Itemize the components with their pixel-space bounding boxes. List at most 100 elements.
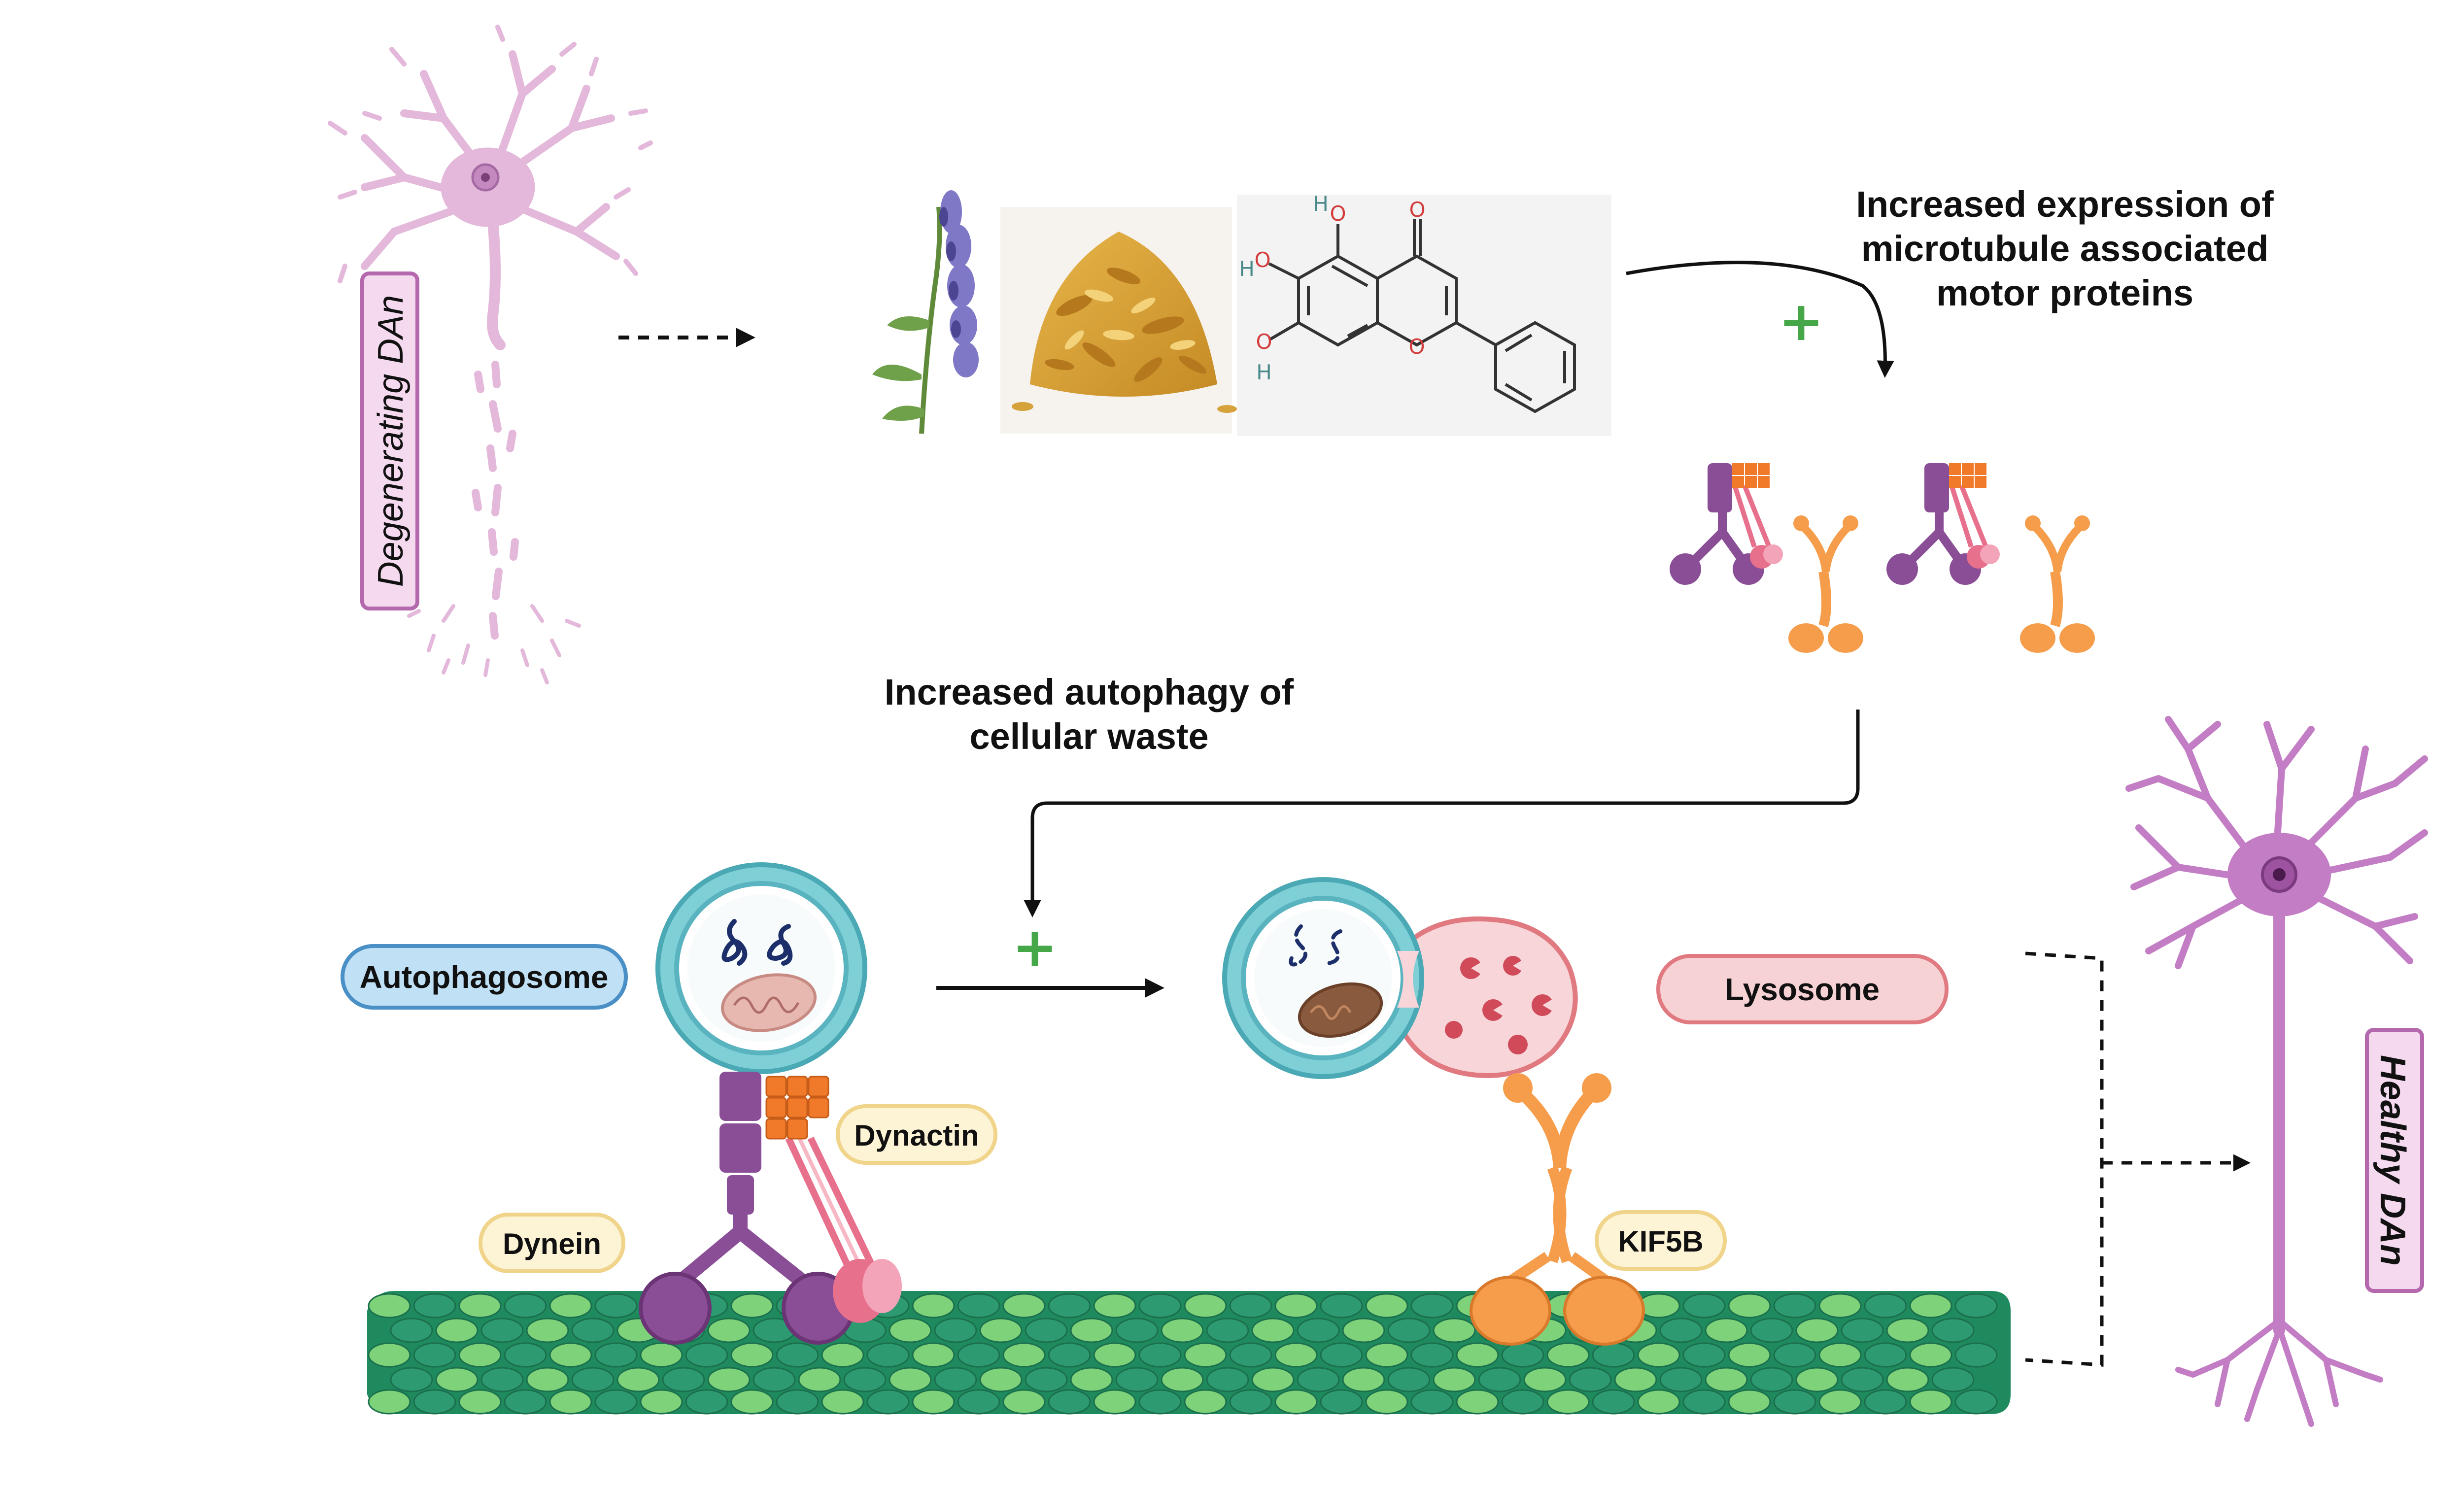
tubulin-subunit — [934, 1367, 977, 1392]
dynein-label-box: Dynein — [479, 1213, 625, 1273]
tubulin-subunit — [1048, 1293, 1091, 1319]
tubulin-subunit — [1206, 1318, 1249, 1343]
tubulin-subunit — [1501, 1389, 1544, 1415]
tubulin-subunit — [889, 1367, 932, 1392]
tubulin-subunit — [707, 1318, 751, 1343]
tubulin-subunit — [1728, 1389, 1771, 1415]
tubulin-subunit — [1342, 1318, 1385, 1343]
tubulin-subunit — [957, 1342, 1000, 1368]
tubulin-subunit — [1773, 1293, 1816, 1319]
tubulin-subunit — [1818, 1389, 1862, 1415]
tubulin-subunit — [1320, 1342, 1363, 1368]
tubulin-subunit — [866, 1389, 910, 1415]
tubulin-subunit — [1637, 1389, 1680, 1415]
lysosome-label: Lysosome — [1725, 972, 1880, 1007]
tubulin-subunit — [1093, 1293, 1136, 1319]
dynein-label: Dynein — [503, 1227, 601, 1260]
tubulin-subunit — [821, 1389, 864, 1415]
tubulin-subunit — [571, 1367, 615, 1392]
autophagy-line-2: cellular waste — [969, 716, 1208, 757]
tubulin-subunit — [504, 1342, 547, 1368]
tubulin-subunit — [368, 1342, 411, 1368]
tubulin-subunit — [1931, 1318, 1975, 1343]
tubulin-subunit — [1161, 1367, 1204, 1392]
tubulin-subunit — [1365, 1293, 1408, 1319]
tubulin-subunit — [1818, 1342, 1862, 1368]
kinesin-small-2 — [2020, 515, 2095, 653]
expression-text-block: Increased expression of microtubule asso… — [1856, 184, 2274, 313]
tubulin-subunit — [1954, 1293, 1998, 1319]
tubulin-subunit — [1728, 1342, 1771, 1368]
tubulin-subunit — [1025, 1367, 1068, 1392]
tubulin-subunit — [1614, 1367, 1657, 1392]
tubulin-subunit — [1750, 1318, 1793, 1343]
tubulin-subunit — [979, 1367, 1023, 1392]
tubulin-subunit — [1523, 1367, 1567, 1392]
autophagy-text-block: Increased autophagy of cellular waste — [885, 672, 1294, 757]
tubulin-subunit — [549, 1293, 592, 1319]
plus-sign-top: + — [1779, 290, 1824, 353]
tubulin-subunit — [1728, 1293, 1771, 1319]
tubulin-subunit — [390, 1318, 433, 1343]
dynein-dynactin-small-2 — [1886, 463, 2000, 585]
tubulin-subunit — [368, 1389, 411, 1415]
tubulin-subunit — [435, 1318, 479, 1343]
tubulin-subunit — [1864, 1342, 1907, 1368]
tubulin-subunit — [730, 1293, 774, 1319]
tubulin-subunit — [1274, 1342, 1318, 1368]
tubulin-subunit — [1025, 1318, 1068, 1343]
tubulin-subunit — [1456, 1342, 1499, 1368]
tubulin-subunit — [504, 1389, 547, 1415]
tubulin-subunit — [1546, 1342, 1590, 1368]
lysosome-icon — [1222, 877, 1578, 1079]
healthy-nucleolus — [2273, 868, 2286, 881]
tubulin-subunit — [1229, 1389, 1272, 1415]
tubulin-subunit — [979, 1318, 1023, 1343]
tubulin-subunit — [1773, 1342, 1816, 1368]
healthy-dan-label-box: Healthy DAn — [2365, 1028, 2424, 1293]
microtubule-icon — [367, 1291, 2011, 1415]
tubulin-subunit — [616, 1367, 660, 1392]
tubulin-subunit — [1909, 1293, 1952, 1319]
tubulin-subunit — [912, 1293, 955, 1319]
tubulin-subunit — [957, 1389, 1000, 1415]
autophagosome-label-box: Autophagosome — [341, 944, 628, 1010]
tubulin-subunit — [1546, 1389, 1590, 1415]
healthy-neuron-icon — [2125, 716, 2428, 1427]
tubulin-subunit — [1093, 1389, 1136, 1415]
tubulin-subunit — [1410, 1389, 1454, 1415]
oh7-hydrogen-atom: H — [1256, 360, 1272, 384]
autophagy-line-1: Increased autophagy of — [885, 672, 1294, 712]
connector-arrow-to-autophagosome — [1024, 710, 1860, 917]
tubulin-subunit — [1297, 1367, 1340, 1392]
oh5-oxygen-atom: O — [1330, 202, 1346, 226]
tubulin-subunit — [912, 1389, 955, 1415]
carbonyl-oxygen-atom: O — [1409, 198, 1425, 222]
tubulin-subunit — [1637, 1342, 1680, 1368]
tubulin-subunit — [1864, 1293, 1907, 1319]
tubulin-subunit — [1954, 1389, 1998, 1415]
tubulin-subunit — [594, 1342, 638, 1368]
tubulin-subunit — [1115, 1367, 1159, 1392]
kif5b-label-box: KIF5B — [1595, 1210, 1727, 1271]
tubulin-subunit — [526, 1318, 569, 1343]
kinesin-icon — [1470, 1073, 1645, 1346]
tubulin-subunit — [1410, 1342, 1454, 1368]
tubulin-subunit — [1659, 1367, 1703, 1392]
tubulin-subunit — [1501, 1342, 1544, 1368]
tubulin-subunit — [1410, 1293, 1454, 1319]
tubulin-subunit — [707, 1367, 751, 1392]
dynein-dynactin-small-1 — [1670, 463, 1783, 585]
tubulin-subunit — [1251, 1367, 1295, 1392]
tubulin-subunit — [1456, 1389, 1499, 1415]
dynactin-label: Dynactin — [854, 1119, 979, 1152]
tubulin-subunit — [1818, 1293, 1862, 1319]
tubulin-subunit — [480, 1318, 524, 1343]
tubulin-subunit — [1229, 1293, 1272, 1319]
tubulin-subunit — [458, 1389, 502, 1415]
tubulin-subunit — [1705, 1367, 1748, 1392]
tubulin-subunit — [640, 1342, 683, 1368]
tubulin-subunit — [1433, 1367, 1476, 1392]
tubulin-subunit — [685, 1342, 728, 1368]
tubulin-subunit — [776, 1342, 819, 1368]
